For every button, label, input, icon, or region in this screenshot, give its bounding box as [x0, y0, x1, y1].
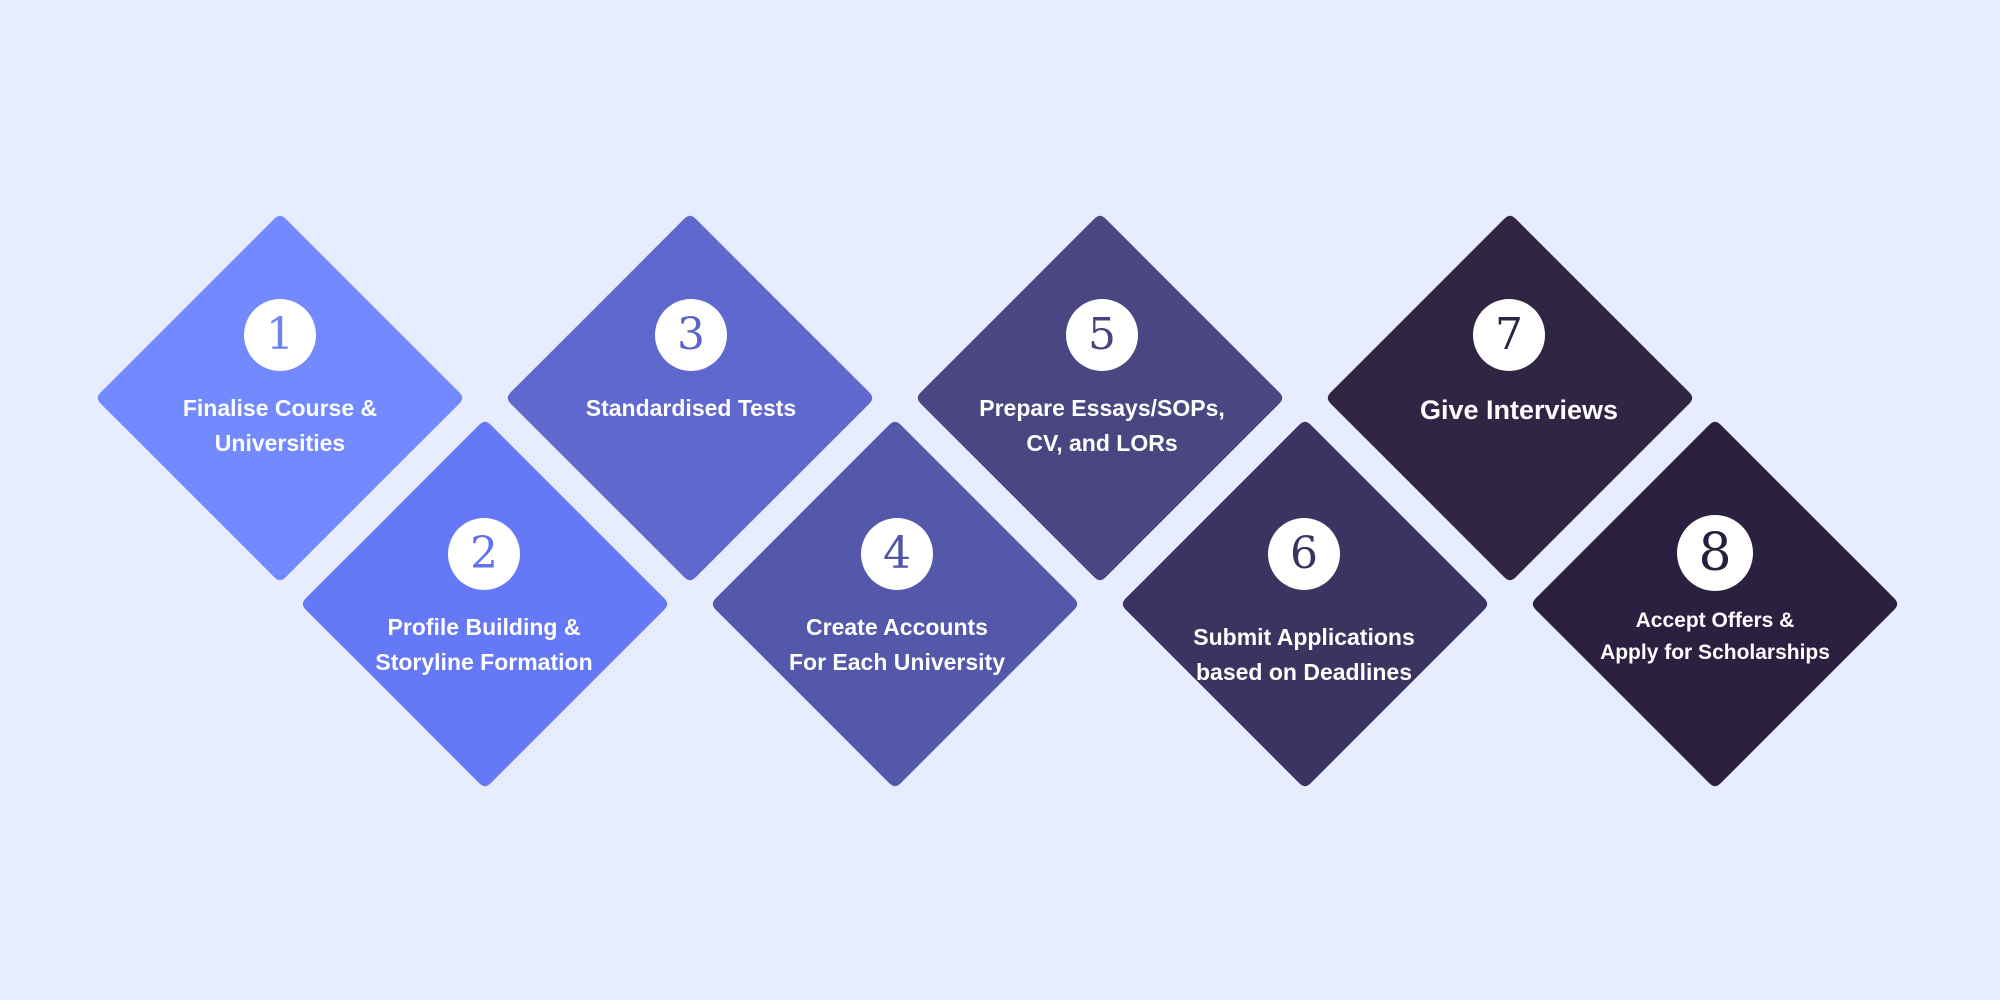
- step-8-diamond: [1522, 411, 1908, 797]
- step-number-circle: 6: [1268, 518, 1340, 590]
- step-number: 4: [883, 528, 911, 579]
- step-6: 6 Submit Applications based on Deadlines: [1124, 518, 1484, 690]
- step-number: 2: [470, 528, 498, 579]
- step-number-circle: 3: [655, 299, 727, 371]
- step-number: 6: [1290, 528, 1318, 579]
- step-label: Submit Applications based on Deadlines: [1193, 624, 1415, 685]
- step-number: 8: [1698, 523, 1732, 583]
- step-number-circle: 8: [1677, 515, 1753, 591]
- step-7-diamond: [1317, 205, 1703, 591]
- step-number: 3: [677, 309, 705, 360]
- step-3-diamond: [497, 205, 883, 591]
- step-4: 4 Create Accounts For Each University: [717, 518, 1077, 680]
- step-number: 5: [1088, 309, 1116, 360]
- step-6-diamond: [1112, 411, 1498, 797]
- step-7: 7 Give Interviews: [1329, 299, 1689, 428]
- step-2-diamond: [292, 411, 678, 797]
- step-8: 8 Accept Offers & Apply for Scholarships: [1535, 515, 1895, 669]
- step-label: Accept Offers & Apply for Scholarships: [1600, 609, 1830, 664]
- step-label: Prepare Essays/SOPs, CV, and LORs: [979, 395, 1225, 456]
- step-2: 2 Profile Building & Storyline Formation: [304, 518, 664, 680]
- step-number-circle: 5: [1066, 299, 1138, 371]
- step-4-diamond: [702, 411, 1088, 797]
- step-5: 5 Prepare Essays/SOPs, CV, and LORs: [922, 299, 1282, 461]
- step-number-circle: 7: [1473, 299, 1545, 371]
- step-5-diamond: [907, 205, 1293, 591]
- step-number-circle: 2: [448, 518, 520, 590]
- step-label: Create Accounts For Each University: [788, 614, 1006, 675]
- step-1: 1 Finalise Course & Universities: [100, 299, 460, 461]
- step-1-diamond: [87, 205, 473, 591]
- step-number: 1: [266, 309, 294, 360]
- step-label: Profile Building & Storyline Formation: [375, 614, 593, 675]
- step-number-circle: 1: [244, 299, 316, 371]
- step-number: 7: [1495, 309, 1523, 360]
- step-label: Standardised Tests: [585, 395, 797, 421]
- step-label: Finalise Course & Universities: [182, 395, 378, 456]
- step-label: Give Interviews: [1419, 395, 1619, 425]
- step-number-circle: 4: [861, 518, 933, 590]
- step-3: 3 Standardised Tests: [511, 299, 871, 426]
